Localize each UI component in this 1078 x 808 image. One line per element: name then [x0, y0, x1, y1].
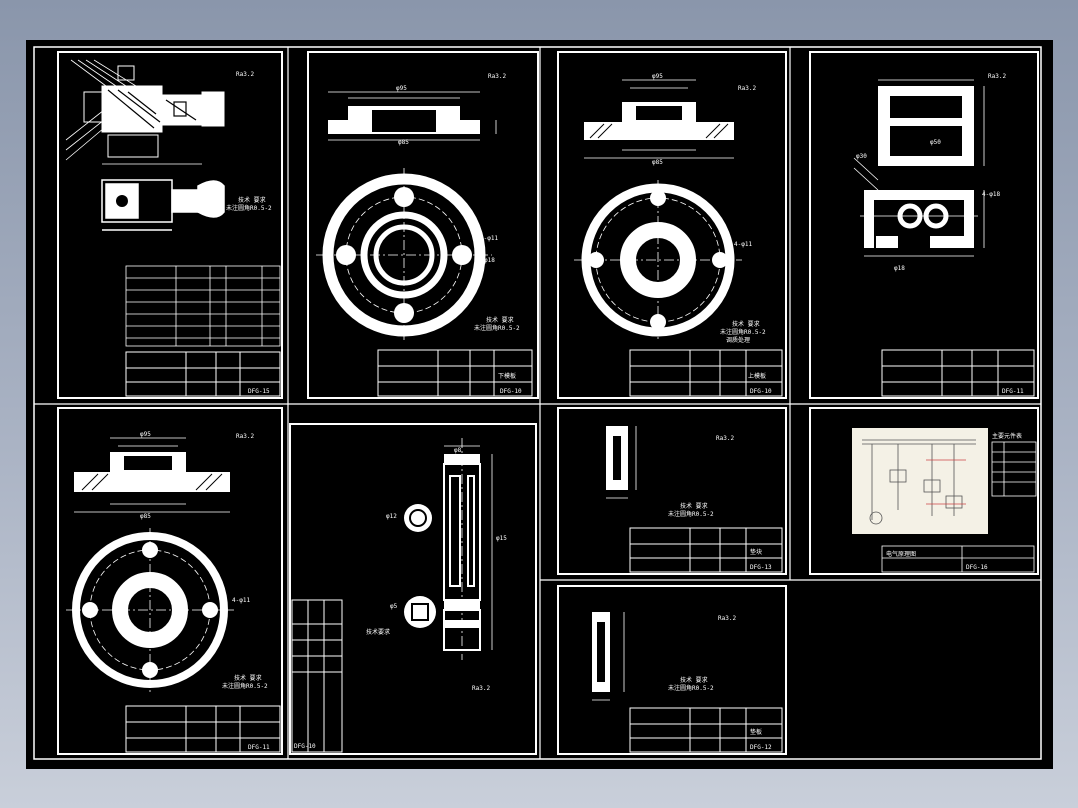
- svg-text:DFG-12: DFG-12: [750, 744, 772, 751]
- svg-text:DFG-11: DFG-11: [248, 744, 270, 751]
- sheet-base-block[interactable]: φ30 φ50 4-φ18 φ18 Ra3.2 DFG-11: [809, 51, 1039, 399]
- svg-text:Ra3.2: Ra3.2: [988, 73, 1006, 80]
- svg-text:4-φ11: 4-φ11: [232, 597, 250, 604]
- svg-text:φ95: φ95: [396, 85, 407, 92]
- drawing-canvas: 技术 要求 未注圆角R0.5-2 Ra3.2 DFG-15: [33, 46, 1042, 760]
- sheet-flange-medium[interactable]: φ95 φ85 4-φ11 技术 要求 未注圆角R0.5-2 调质处理 Ra3.…: [557, 51, 787, 399]
- svg-text:技术 要求: 技术 要求: [680, 502, 708, 510]
- sheet-grid-lines: [34, 47, 1041, 759]
- svg-text:未注圆角R0.5-2: 未注圆角R0.5-2: [720, 328, 766, 336]
- svg-text:DFG-10: DFG-10: [294, 743, 316, 750]
- svg-text:DFG-15: DFG-15: [248, 388, 270, 395]
- svg-text:φ18: φ18: [894, 265, 905, 272]
- svg-text:φ15: φ15: [496, 535, 507, 542]
- svg-text:技术要求: 技术要求: [366, 628, 390, 636]
- svg-text:未注圆角R0.5-2: 未注圆角R0.5-2: [668, 684, 714, 692]
- svg-text:φ12: φ12: [386, 513, 397, 520]
- svg-text:未注圆角R0.5-2: 未注圆角R0.5-2: [222, 682, 268, 690]
- sheet-shaft[interactable]: φ8 φ15 φ12 φ5 技术要求 Ra3.2 DFG-10: [289, 423, 537, 755]
- svg-text:Ra3.2: Ra3.2: [236, 433, 254, 440]
- svg-text:φ85: φ85: [652, 159, 663, 166]
- sheet-plate-b[interactable]: 技术 要求 未注圆角R0.5-2 Ra3.2 垫板 DFG-12: [557, 585, 787, 755]
- svg-text:电气原理图: 电气原理图: [886, 550, 916, 558]
- svg-text:技术 要求: 技术 要求: [234, 674, 262, 682]
- svg-text:Ra3.2: Ra3.2: [236, 71, 254, 78]
- svg-text:下模板: 下模板: [498, 372, 516, 380]
- svg-text:技术 要求: 技术 要求: [732, 320, 760, 328]
- svg-text:DFG-11: DFG-11: [1002, 388, 1024, 395]
- svg-text:DFG-16: DFG-16: [966, 564, 988, 571]
- svg-text:未注圆角R0.5-2: 未注圆角R0.5-2: [474, 324, 520, 332]
- svg-text:Ra3.2: Ra3.2: [472, 685, 490, 692]
- svg-text:DFG-10: DFG-10: [500, 388, 522, 395]
- sheet-flange-small[interactable]: φ95 φ85 4-φ11 技术 要求 未注圆角R0.5-2 Ra3.2: [57, 407, 283, 755]
- svg-text:4-φ11: 4-φ11: [480, 235, 498, 242]
- svg-text:φ95: φ95: [652, 73, 663, 80]
- svg-text:Ra3.2: Ra3.2: [716, 435, 734, 442]
- svg-text:技术 要求: 技术 要求: [486, 316, 514, 324]
- svg-text:4-φ11: 4-φ11: [734, 241, 752, 248]
- svg-text:φ95: φ95: [140, 431, 151, 438]
- svg-text:技术 要求: 技术 要求: [238, 196, 266, 204]
- svg-text:DFG-13: DFG-13: [750, 564, 772, 571]
- svg-text:φ85: φ85: [140, 513, 151, 520]
- svg-text:未注圆角R0.5-2: 未注圆角R0.5-2: [668, 510, 714, 518]
- svg-text:调质处理: 调质处理: [726, 336, 750, 344]
- sheet-flange-large[interactable]: φ95 φ85 4-φ11 φ18 技术 要求 未注圆角R0.5-2 Ra3.2: [307, 51, 539, 399]
- svg-text:主要元件表: 主要元件表: [992, 432, 1022, 440]
- svg-text:4-φ18: 4-φ18: [982, 191, 1000, 198]
- drawing-viewport[interactable]: 技术 要求 未注圆角R0.5-2 Ra3.2 DFG-15: [26, 40, 1053, 769]
- sheet-assembly[interactable]: 技术 要求 未注圆角R0.5-2 Ra3.2 DFG-15: [57, 51, 283, 399]
- outer-border: [33, 46, 1042, 760]
- svg-text:Ra3.2: Ra3.2: [738, 85, 756, 92]
- svg-text:垫板: 垫板: [750, 728, 762, 736]
- svg-text:技术 要求: 技术 要求: [680, 676, 708, 684]
- svg-text:φ30: φ30: [856, 153, 867, 160]
- svg-text:φ50: φ50: [930, 139, 941, 146]
- svg-text:未注圆角R0.5-2: 未注圆角R0.5-2: [226, 204, 272, 212]
- svg-text:Ra3.2: Ra3.2: [488, 73, 506, 80]
- sheet-electrical[interactable]: 主要元件表 电气原理图 DFG-16: [809, 407, 1039, 575]
- svg-text:Ra3.2: Ra3.2: [718, 615, 736, 622]
- svg-text:φ8: φ8: [454, 447, 462, 454]
- sheet-plate-a[interactable]: 技术 要求 未注圆角R0.5-2 Ra3.2 垫块 DFG-13: [557, 407, 787, 575]
- svg-text:φ85: φ85: [398, 139, 409, 146]
- svg-text:φ18: φ18: [484, 257, 495, 264]
- svg-text:上模板: 上模板: [748, 372, 766, 380]
- svg-text:DFG-10: DFG-10: [750, 388, 772, 395]
- svg-text:垫块: 垫块: [750, 548, 762, 556]
- svg-text:φ5: φ5: [390, 603, 398, 610]
